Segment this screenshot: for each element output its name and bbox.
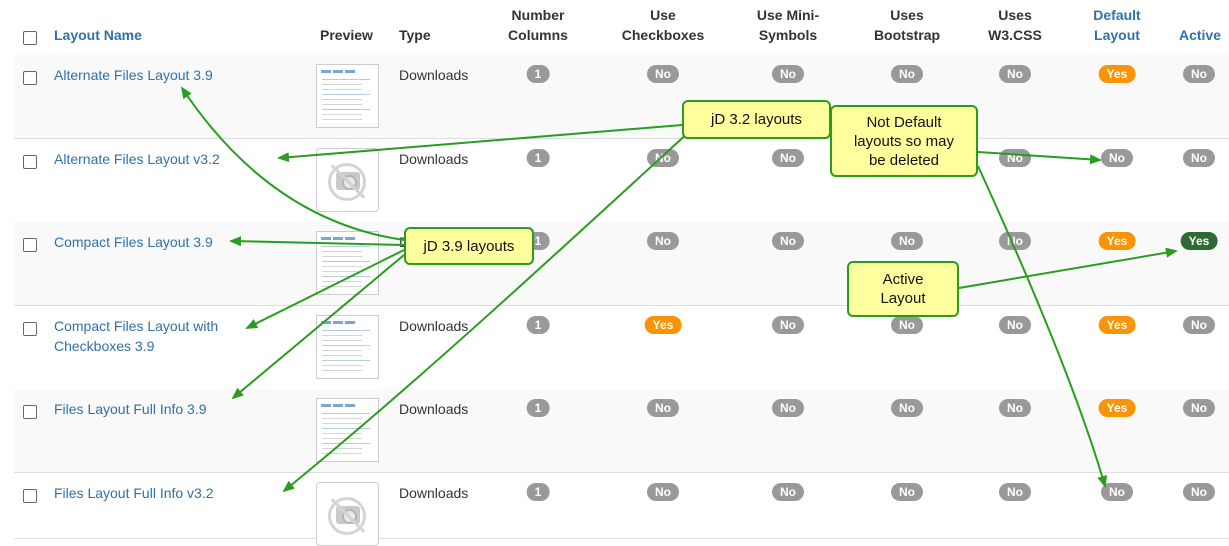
use-mini-symbols-badge: No [772,483,804,501]
use-checkboxes-badge: No [647,483,679,501]
use-checkboxes-badge: Yes [644,316,682,334]
layout-type: Downloads [399,151,469,167]
layout-type: Downloads [399,485,469,501]
use-mini-symbols-badge: No [772,232,804,250]
arrow-notdefault-to-row2 [977,151,1102,165]
uses-w3css-badge: No [999,483,1031,501]
arrow-active-to-yes [958,247,1178,289]
arrow-notdefault-to-row6 [977,165,1108,488]
select-all-checkbox[interactable] [23,31,37,45]
active-badge[interactable]: No [1183,149,1215,167]
layout-type: Downloads [399,401,469,417]
uses-bootstrap-badge: No [891,399,923,417]
arrow-jd39-to-compact-cb [245,249,405,329]
arrow-jd32-to-alt-v32 [277,124,683,163]
use-mini-symbols-badge: No [772,316,804,334]
number-columns-badge: 1 [526,316,550,334]
table-row: Compact Files Layout 3.9Downloads1NoNoNo… [14,222,1229,306]
active-badge[interactable]: No [1183,483,1215,501]
use-mini-symbols-badge: No [772,65,804,83]
sort-active-link[interactable]: Active [1178,27,1222,43]
row-checkbox[interactable] [23,322,37,336]
use-checkboxes-badge: No [647,232,679,250]
sort-layout-name-link[interactable]: Layout Name [54,27,142,43]
active-badge[interactable]: No [1183,65,1215,83]
active-badge[interactable]: No [1183,316,1215,334]
layout-type: Downloads [399,67,469,83]
callout-jd32-layouts: jD 3.2 layouts [682,100,831,139]
default-layout-badge[interactable]: Yes [1098,316,1136,334]
layout-name-link[interactable]: Alternate Files Layout v3.2 [54,151,220,167]
number-columns-badge: 1 [526,65,550,83]
arrow-jd32-to-full-v32 [282,130,691,493]
row-checkbox[interactable] [23,238,37,252]
preview-header: Preview [320,27,373,43]
table-row: Compact Files Layout with Checkboxes 3.9… [14,306,1229,390]
table-row: Files Layout Full Info 3.9 Downloads 1 No No… [14,389,1229,473]
table-row: Alternate Files Layout 3.9 Downloads 1 No No… [14,55,1229,139]
layout-name-link[interactable]: Compact Files Layout 3.9 [54,234,213,250]
uses-w3css-badge: No [999,316,1031,334]
uses-bootstrap-badge: No [891,316,923,334]
layout-name-link[interactable]: Files Layout Full Info v3.2 [54,485,214,501]
uses-bootstrap-badge: No [891,483,923,501]
default-layout-badge[interactable]: Yes [1098,399,1136,417]
row-checkbox[interactable] [23,155,37,169]
default-layout-badge[interactable]: No [1101,483,1133,501]
arrow-jd39-to-compact-39 [229,236,405,247]
arrow-jd39-to-alt-39 [180,86,405,241]
use-mini-symbols-badge: No [772,149,804,167]
layout-preview-thumbnail [316,315,379,379]
row-checkbox[interactable] [23,489,37,503]
use-mini-symbols-header: Use Mini-Symbols [756,7,820,43]
layout-preview-thumbnail [316,64,379,128]
default-layout-badge[interactable]: Yes [1098,232,1136,250]
uses-bootstrap-badge: No [891,232,923,250]
arrow-jd39-to-full-39 [231,254,405,400]
number-columns-badge: 1 [526,483,550,501]
layout-type: Downloads [399,318,469,334]
active-badge[interactable]: Yes [1180,232,1218,250]
use-checkboxes-badge: No [647,65,679,83]
uses-w3css-badge: No [999,399,1031,417]
no-image-icon [316,482,379,546]
row-checkbox[interactable] [23,405,37,419]
type-header: Type [399,27,431,43]
number-columns-badge: 1 [526,149,550,167]
number-columns-badge: 1 [526,399,550,417]
layout-name-link[interactable]: Files Layout Full Info 3.9 [54,401,207,417]
layout-name-link[interactable]: Alternate Files Layout 3.9 [54,67,213,83]
uses-bootstrap-badge: No [891,65,923,83]
active-badge[interactable]: No [1183,399,1215,417]
layout-name-link[interactable]: Compact Files Layout with Checkboxes 3.9 [54,318,219,354]
use-checkboxes-badge: No [647,399,679,417]
default-layout-badge[interactable]: No [1101,149,1133,167]
no-image-icon [316,148,379,212]
uses-w3css-badge: No [999,65,1031,83]
row-checkbox[interactable] [23,71,37,85]
use-mini-symbols-badge: No [772,399,804,417]
default-layout-badge[interactable]: Yes [1098,65,1136,83]
callout-jd39-layouts: jD 3.9 layouts [404,227,534,265]
layout-preview-thumbnail [316,398,379,462]
